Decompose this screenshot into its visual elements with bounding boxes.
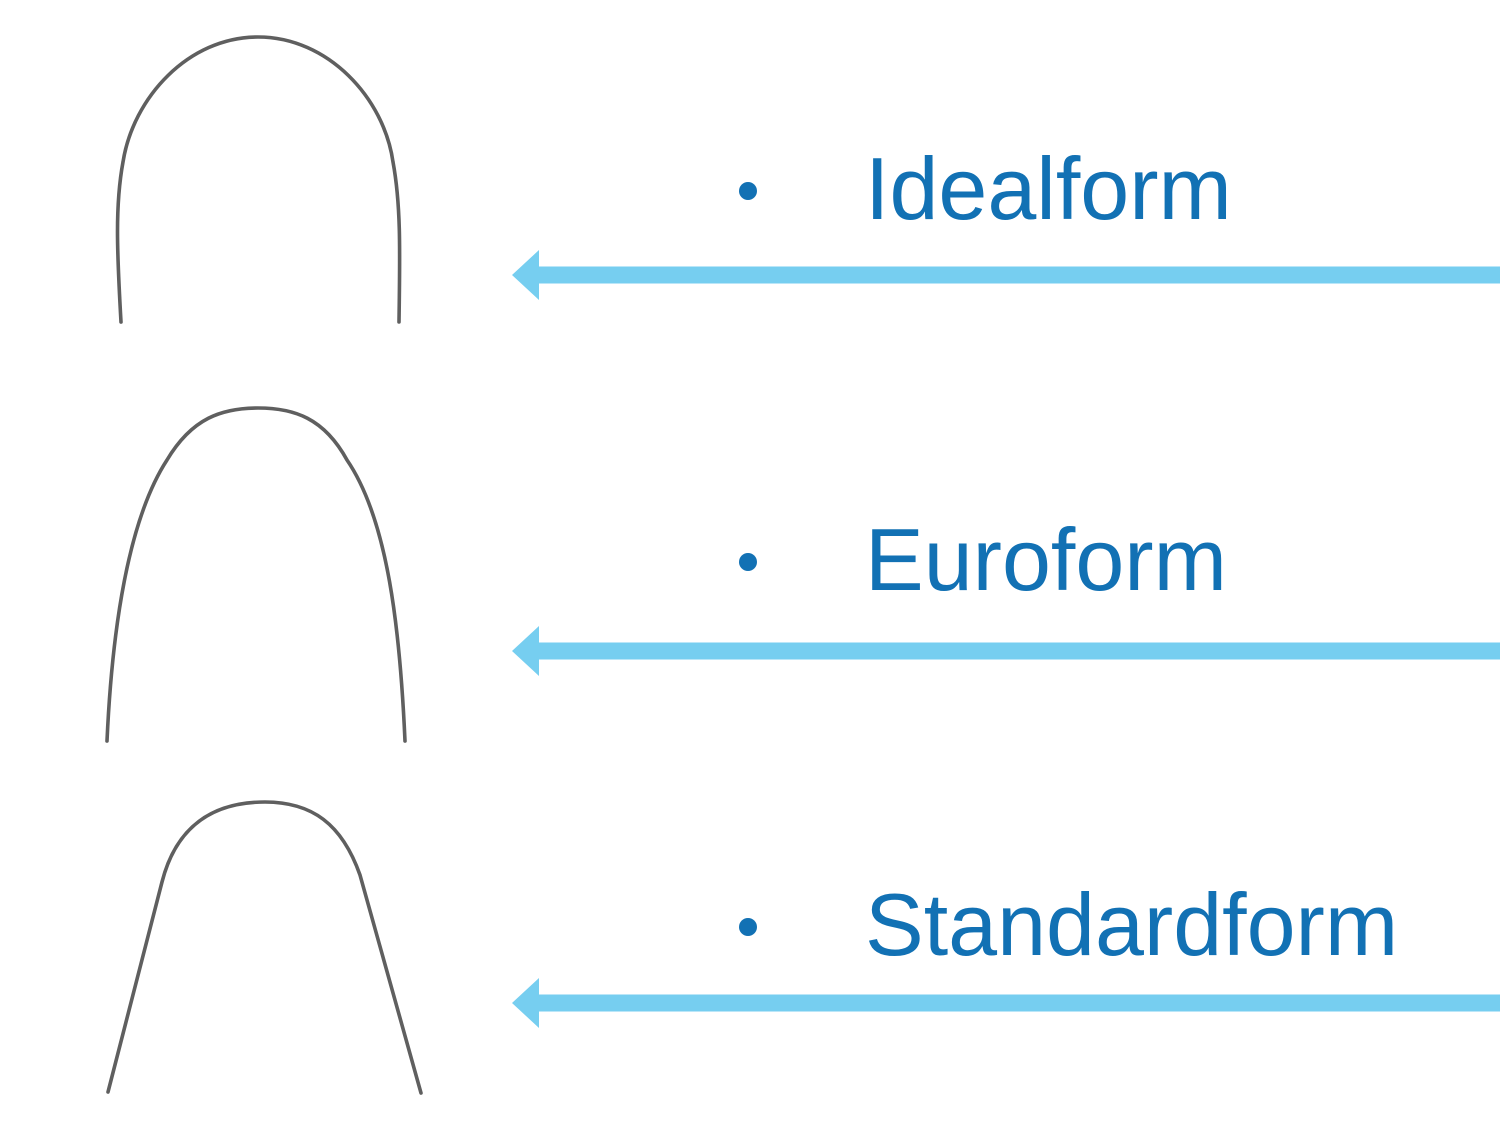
euroform-label: Euroform (865, 510, 1227, 609)
left-arrow-icon (512, 626, 1500, 676)
euroform-archwire-path (105, 406, 407, 743)
list-item-euroform: Euroform (739, 515, 1227, 605)
euroform-archwire-shape (105, 406, 407, 743)
left-arrow-polygon (512, 250, 1500, 300)
left-arrow-icon (512, 978, 1500, 1028)
idealform-label: Idealform (865, 139, 1232, 238)
standardform-archwire-path (106, 800, 423, 1095)
left-arrow-polygon (512, 978, 1500, 1028)
bullet-icon (739, 182, 757, 200)
left-arrow-icon (512, 250, 1500, 300)
standardform-archwire-shape (106, 800, 423, 1095)
bullet-icon (739, 918, 757, 936)
bullet-icon (739, 553, 757, 571)
list-item-standardform: Standardform (739, 880, 1398, 970)
idealform-archwire-path (115, 35, 402, 324)
idealform-archwire-shape (115, 35, 402, 324)
standardform-label: Standardform (865, 875, 1399, 974)
left-arrow-polygon (512, 626, 1500, 676)
list-item-idealform: Idealform (739, 144, 1232, 234)
